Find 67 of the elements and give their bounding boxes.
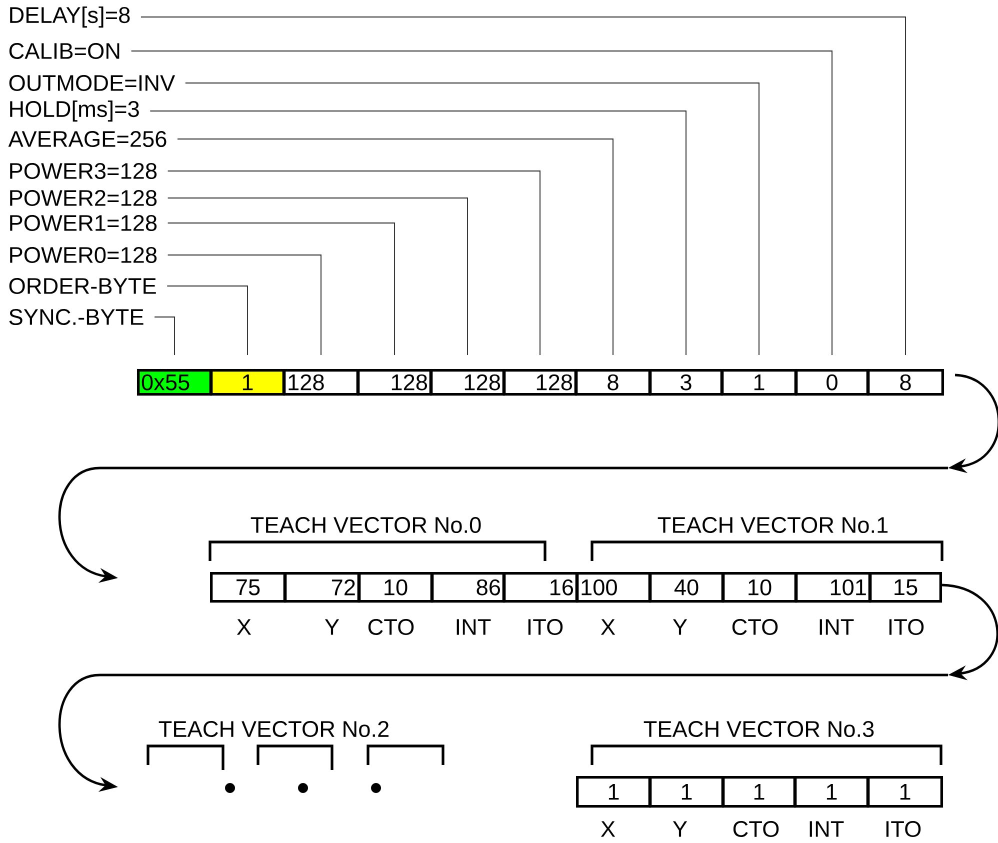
- byte-cell: 128: [430, 369, 505, 396]
- field-label: INT: [810, 821, 844, 837]
- leader-line: [166, 286, 248, 356]
- field-label: ITO: [886, 820, 921, 838]
- byte-cell: 75: [210, 572, 286, 603]
- byte-cell: 10: [722, 572, 797, 603]
- parameter-label: POWER2=128: [10, 190, 157, 206]
- byte-cell: 1: [576, 776, 652, 808]
- byte-cell: 8: [575, 369, 652, 396]
- group-heading: TEACH VECTOR No.3: [644, 720, 874, 738]
- byte-cell: 8: [867, 369, 944, 396]
- field-label: Y: [672, 619, 688, 635]
- byte-cell: 1: [721, 369, 797, 396]
- field-label: INT: [820, 619, 854, 635]
- field-label: X: [600, 619, 616, 635]
- byte-cell: 128: [503, 369, 577, 396]
- group-heading: TEACH VECTOR No.1: [658, 516, 888, 534]
- leader-line: [150, 110, 686, 356]
- field-label: INT: [456, 619, 491, 635]
- byte-cell: 16: [503, 572, 578, 603]
- parameter-label: SYNC.-BYTE: [9, 308, 144, 326]
- field-label: X: [236, 619, 252, 635]
- group-heading: TEACH VECTOR No.2: [158, 720, 388, 738]
- leader-line: [177, 138, 614, 356]
- leader-line: [184, 82, 760, 356]
- leader-line: [130, 50, 832, 356]
- field-label: CTO: [733, 820, 779, 838]
- byte-cell: 10: [358, 572, 433, 603]
- leader-line: [167, 170, 540, 356]
- parameter-label: POWER0=128: [10, 246, 157, 264]
- parameter-label: POWER3=128: [10, 162, 157, 180]
- parameter-label: HOLD[ms]=3: [10, 100, 139, 122]
- byte-cell: 0x55: [137, 369, 212, 396]
- field-label: X: [600, 821, 616, 837]
- byte-cell: 0: [795, 369, 870, 396]
- leader-line: [167, 254, 322, 356]
- byte-cell: 100: [576, 572, 652, 603]
- field-label: CTO: [732, 618, 778, 636]
- byte-cell: 1: [210, 369, 285, 396]
- byte-cell: 15: [869, 572, 942, 603]
- byte-cell: 128: [283, 369, 359, 396]
- leader-line: [154, 316, 175, 356]
- field-label: Y: [672, 821, 688, 837]
- byte-cell: 1: [794, 776, 870, 808]
- parameter-label: POWER1=128: [10, 214, 157, 232]
- group-heading: TEACH VECTOR No.0: [250, 516, 481, 534]
- byte-cell: 72: [284, 572, 360, 603]
- byte-cell: 40: [649, 572, 724, 603]
- field-label: ITO: [889, 618, 924, 636]
- leader-line: [140, 16, 906, 356]
- field-label: Y: [324, 619, 340, 635]
- field-label: ITO: [528, 618, 563, 636]
- parameter-label: CALIB=ON: [9, 42, 120, 60]
- parameter-label: DELAY[s]=8: [10, 6, 130, 28]
- byte-cell: 86: [431, 572, 505, 603]
- parameter-label: AVERAGE=256: [8, 130, 166, 148]
- byte-cell: 128: [357, 369, 432, 396]
- byte-cell: 1: [722, 776, 796, 808]
- leader-line: [167, 198, 468, 356]
- byte-cell: 101: [795, 572, 871, 603]
- field-label: CTO: [368, 618, 414, 636]
- byte-cell: 3: [649, 369, 723, 396]
- byte-cell: 1: [649, 776, 724, 808]
- leader-line: [167, 222, 395, 356]
- parameter-label: OUTMODE=INV: [9, 74, 176, 92]
- byte-cell: 1: [867, 776, 944, 808]
- parameter-label: ORDER-BYTE: [9, 278, 156, 294]
